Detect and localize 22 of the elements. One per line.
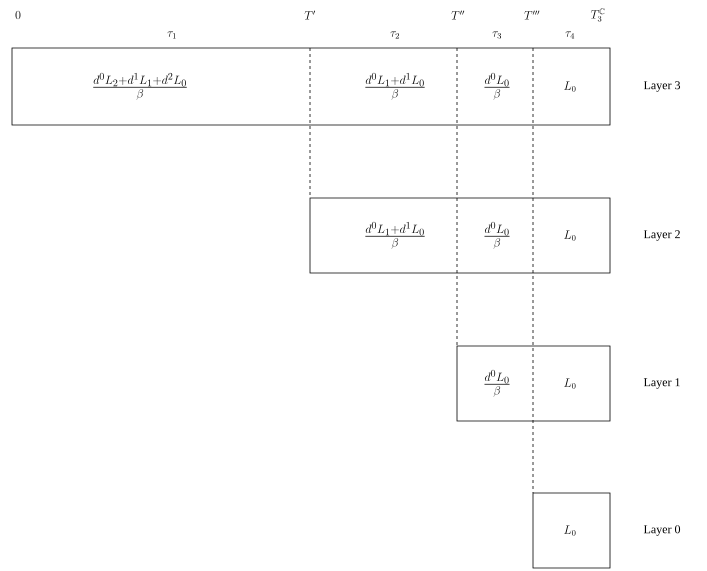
- layer-label: Layer 1: [644, 378, 680, 389]
- formula: $\frac{d^0L_0}{\beta}$: [484, 222, 510, 249]
- interval-label: $\tau_4$: [565, 32, 574, 38]
- formula: $\frac{d^0L_0}{\beta}$: [484, 370, 510, 397]
- time-label: $T'''$: [524, 10, 540, 20]
- time-label: $T_3^{\mathbb{C}}$: [590, 8, 605, 22]
- interval-label: $\tau_2$: [390, 32, 399, 38]
- formula: $L_0$: [564, 82, 576, 92]
- layer-label: Layer 0: [644, 525, 680, 536]
- layer-label: Layer 2: [644, 230, 680, 241]
- time-label: $T'$: [304, 10, 316, 20]
- formula: $\frac{d^0L_2+d^1L_1+d^2L_0}{\beta}$: [93, 72, 187, 100]
- formula: $L_0$: [564, 378, 576, 389]
- interval-label: $\tau_1$: [167, 32, 176, 38]
- formula: $L_0$: [564, 526, 576, 536]
- formula: $\frac{d^0L_1+d^1L_0}{\beta}$: [365, 222, 425, 249]
- formula: $\frac{d^0L_0}{\beta}$: [484, 72, 510, 100]
- formula: $\frac{d^0L_1+d^1L_0}{\beta}$: [365, 72, 425, 100]
- time-label: $T''$: [451, 10, 464, 20]
- layer-label: Layer 3: [644, 81, 680, 92]
- time-label: $0$: [16, 10, 20, 20]
- formula: $L_0$: [564, 230, 576, 241]
